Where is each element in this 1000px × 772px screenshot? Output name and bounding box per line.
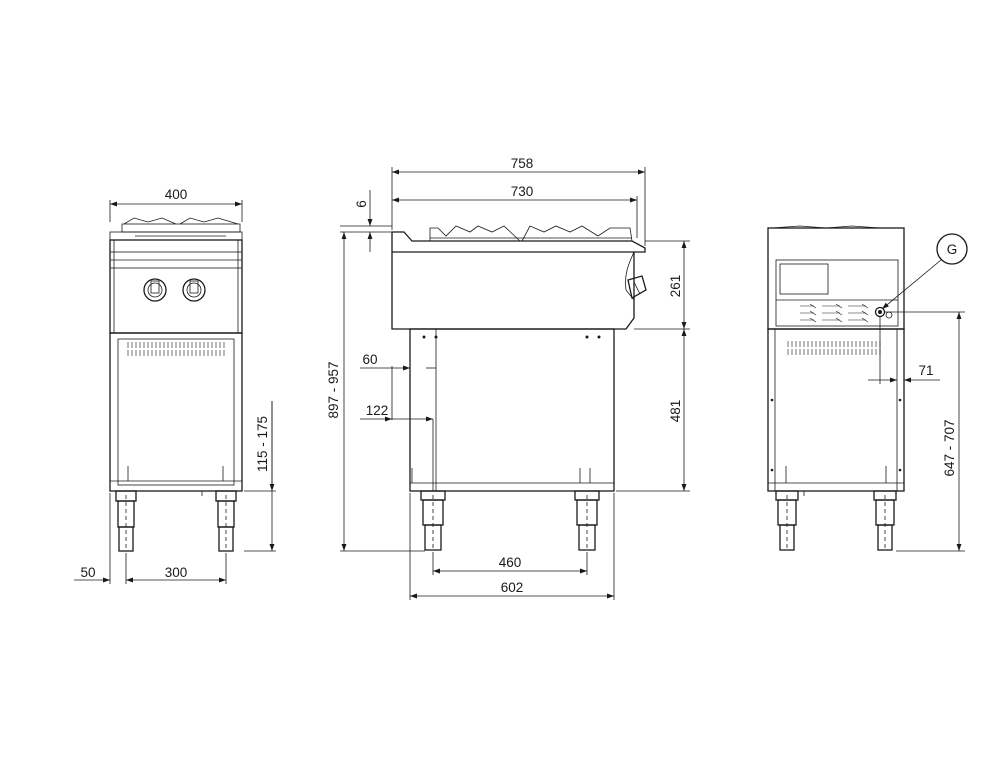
- dim-offset-122: 122: [366, 403, 389, 418]
- rear-dimensions: [868, 233, 968, 552]
- rear-cabinet: [767, 328, 905, 492]
- front-cabinet: [109, 332, 243, 492]
- gas-connection-fitting: [874, 306, 893, 319]
- dim-leg-height: 115 - 175: [255, 416, 270, 472]
- front-dimensions: [74, 200, 276, 584]
- gas-connection-callout: [936, 233, 968, 265]
- side-view: [391, 225, 647, 551]
- side-top-plate: [391, 231, 646, 253]
- front-leg-left: [115, 490, 137, 552]
- dim-offset-60: 60: [362, 352, 377, 367]
- dim-leg-offset: 50: [80, 565, 95, 580]
- dim-body-height: 261: [668, 275, 683, 298]
- dim-top-step: 6: [354, 200, 369, 208]
- rear-view: [767, 225, 905, 551]
- rear-vent-slots-upper: [800, 303, 869, 323]
- rear-label-plate: [779, 263, 829, 295]
- front-leg-right: [215, 490, 237, 552]
- side-control-knob: [627, 275, 647, 300]
- dim-front-width: 400: [165, 187, 188, 202]
- rear-vent-slots-lower: [787, 341, 881, 355]
- side-leg-front: [420, 490, 446, 551]
- rear-leg-right: [873, 490, 897, 551]
- dim-top-depth: 730: [511, 184, 534, 199]
- dim-total-height: 897 - 957: [326, 361, 341, 418]
- side-cabinet: [409, 328, 615, 492]
- dim-connection-height: 647 - 707: [942, 419, 957, 476]
- dim-cabinet-depth: 602: [501, 580, 524, 595]
- side-burner-grates: [429, 225, 633, 242]
- gas-connection-label: G: [947, 242, 958, 257]
- dim-leg-spacing-front: 300: [165, 565, 188, 580]
- control-knob-right: [182, 278, 206, 302]
- dim-connection-offset: 71: [918, 363, 933, 378]
- front-view: [109, 217, 243, 552]
- side-dimensions: [340, 167, 690, 600]
- rear-leg-left: [775, 490, 799, 551]
- dim-leg-spacing-side: 460: [499, 555, 522, 570]
- side-leg-rear: [574, 490, 600, 551]
- front-burner-grates: [109, 217, 243, 241]
- front-vent-slots: [127, 342, 225, 356]
- dim-overall-depth: 758: [511, 156, 534, 171]
- control-knob-left: [143, 278, 167, 302]
- front-control-panel: [109, 239, 243, 334]
- dim-cabinet-height: 481: [668, 400, 683, 423]
- side-body: [391, 252, 635, 330]
